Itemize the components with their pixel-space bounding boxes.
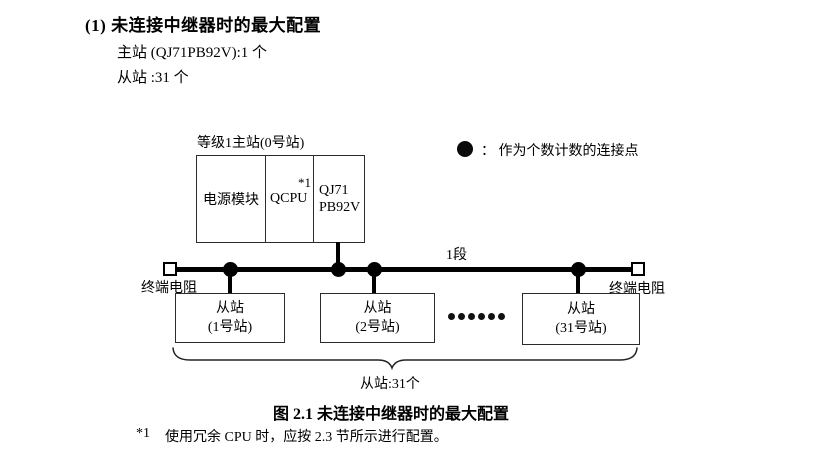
connection-dot-slave1	[223, 262, 238, 277]
slave-2-label-line1: 从站	[363, 301, 392, 316]
slave-count-line: 从站 :31 个	[117, 70, 189, 86]
section-title: (1) 未连接中继器时的最大配置	[85, 16, 322, 35]
slave-2-label-line2: (2号站)	[355, 320, 400, 335]
connection-dot-slave31	[571, 262, 586, 277]
master-count-line: 主站 (QJ71PB92V):1 个	[117, 45, 268, 61]
slave-station-31-box: 从站 (31号站)	[522, 293, 640, 345]
slave-1-label-line2: (1号站)	[207, 320, 253, 335]
qcpu-footnote-ref: *1	[298, 175, 311, 190]
terminating-resistor-left-label: 终端电阻	[141, 281, 197, 296]
qj71-label-line1: QJ71	[319, 183, 349, 198]
drop-line-master	[336, 242, 340, 269]
connection-point-dot-icon	[457, 141, 473, 157]
connection-dot-slave2	[367, 262, 382, 277]
slave-31-label-line2: (31号站)	[555, 321, 607, 336]
drop-line-slave1	[228, 271, 232, 294]
slave-station-2-box: 从站 (2号站)	[320, 293, 435, 343]
master-station-box: 电源模块 QCPU *1 QJ71 PB92V	[196, 155, 365, 243]
drop-line-slave2	[372, 271, 376, 294]
terminating-resistor-left-icon	[163, 262, 177, 276]
footnote-marker: *1	[136, 426, 150, 441]
footnote-text: 使用冗余 CPU 时，应按 2.3 节所示进行配置。	[165, 430, 448, 445]
slave-1-label-line1: 从站	[216, 301, 244, 316]
bus-line	[170, 267, 638, 272]
ellipsis-dots-icon	[448, 313, 505, 320]
qj71-label-line2: PB92V	[319, 200, 361, 215]
segment-label: 1段	[446, 248, 467, 263]
master-station-label: 等级1主站(0号站)	[197, 136, 305, 151]
underbrace	[172, 347, 638, 370]
slave-31-label-line1: 从站	[567, 302, 595, 317]
brace-label: 从站:31个	[360, 377, 420, 392]
terminating-resistor-right-icon	[631, 262, 645, 276]
legend-text: ： 作为个数计数的连接点	[481, 144, 639, 159]
power-module-cell: 电源模块	[197, 156, 266, 242]
qcpu-cell: QCPU *1	[266, 156, 314, 242]
slave-station-1-box: 从站 (1号站)	[175, 293, 285, 343]
figure-caption: 图 2.1 未连接中继器时的最大配置	[273, 406, 510, 423]
qj71pb92v-cell: QJ71 PB92V	[314, 156, 364, 242]
connection-dot-master	[331, 262, 346, 277]
qcpu-label: QCPU	[270, 191, 308, 206]
drop-line-slave31	[576, 271, 580, 294]
